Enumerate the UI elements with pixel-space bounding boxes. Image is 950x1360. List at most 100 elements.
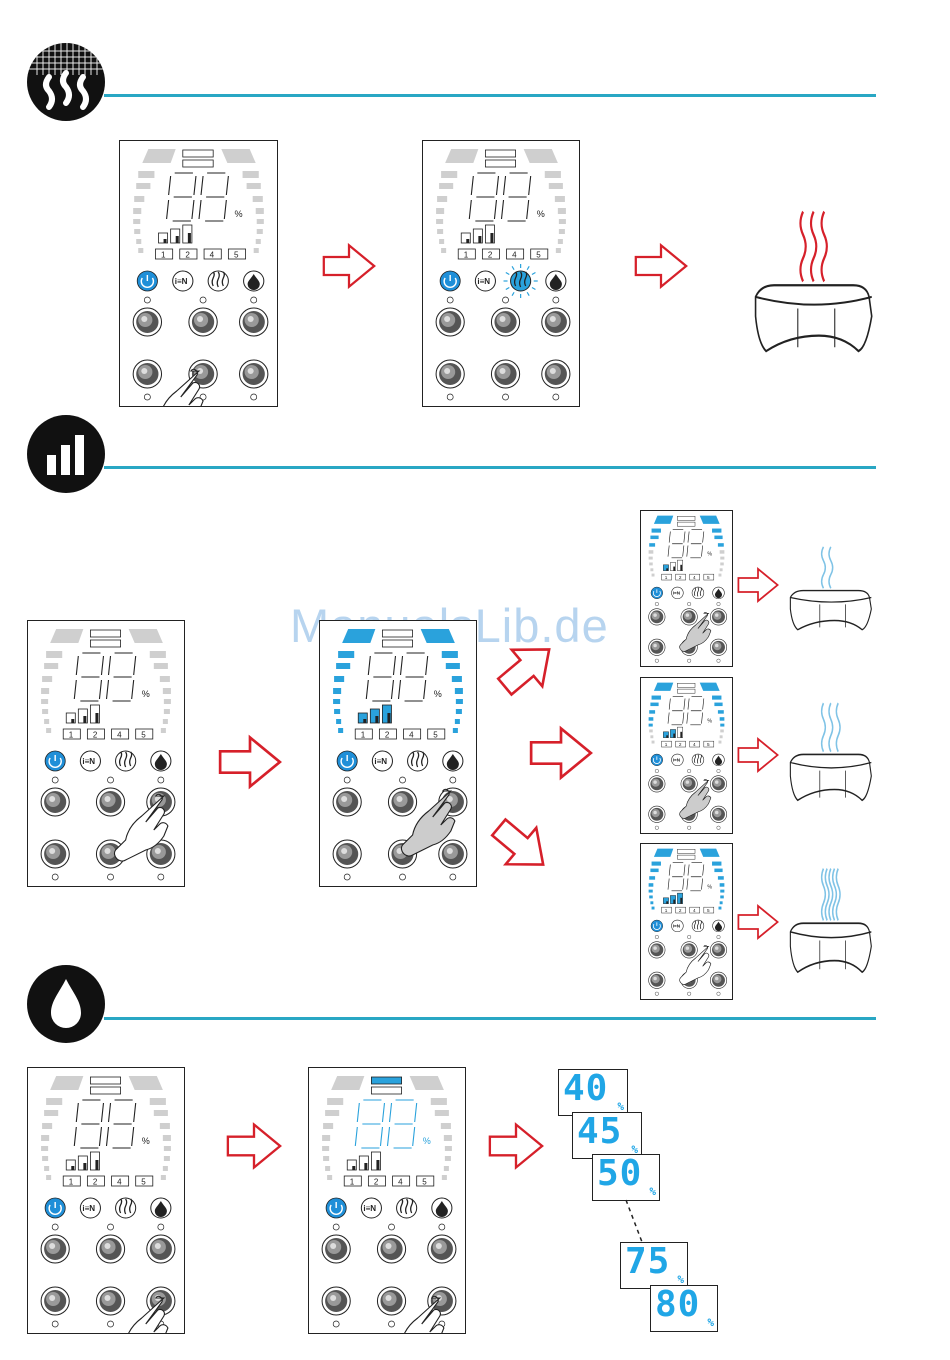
level-segment-right <box>545 171 561 178</box>
ion-button[interactable] <box>388 788 416 816</box>
button-caption-icon <box>400 777 406 783</box>
segment-top-left <box>331 1076 364 1090</box>
power-button[interactable] <box>436 308 464 336</box>
button-caption-icon <box>158 874 164 880</box>
humidity-button[interactable] <box>710 972 726 988</box>
heat-button[interactable] <box>491 360 519 388</box>
level-segment-right <box>257 219 264 224</box>
fan-speed-button[interactable] <box>710 942 726 958</box>
level-segment-left <box>649 876 655 880</box>
ion-button[interactable] <box>491 308 519 336</box>
level-segment-right <box>720 729 724 732</box>
level-segment-left <box>44 1166 49 1171</box>
level-segment-right <box>714 536 722 540</box>
fan-speed-button[interactable] <box>710 776 726 792</box>
fan-level-label: 1 <box>665 908 668 913</box>
level-segment-left <box>44 1110 58 1116</box>
power-button[interactable] <box>333 788 361 816</box>
fan-speed-button[interactable] <box>542 308 570 336</box>
level-segment-left <box>138 171 154 178</box>
level-segment-left <box>136 183 150 189</box>
humidity-button[interactable] <box>710 639 726 655</box>
level-segment-right <box>718 741 721 744</box>
level-segment-left <box>41 688 49 694</box>
level-segment-right <box>712 696 721 700</box>
level-segment-left <box>46 728 51 733</box>
timer-button[interactable] <box>41 840 69 868</box>
button-caption-icon <box>144 394 150 400</box>
heat-indicator-icon <box>692 587 704 599</box>
ion-button[interactable] <box>681 776 697 792</box>
power-button[interactable] <box>649 776 665 792</box>
humidity-button[interactable] <box>542 360 570 388</box>
humidity-button[interactable] <box>240 360 268 388</box>
fan-speed-button[interactable] <box>710 609 726 625</box>
fan-speed-button[interactable] <box>428 1235 456 1263</box>
button-caption-icon <box>333 1321 339 1327</box>
heat-indicator-icon <box>208 271 228 291</box>
level-segment-right <box>431 1098 447 1105</box>
level-segment-right <box>164 1146 171 1151</box>
control-panel: %1245i≡N <box>308 1067 466 1334</box>
button-caption-icon <box>503 297 509 303</box>
signal-bars-icon <box>27 415 105 493</box>
level-segment-right <box>720 562 724 565</box>
fan-level-label: 2 <box>679 575 682 580</box>
timer-button[interactable] <box>436 360 464 388</box>
ion-button[interactable] <box>377 1235 405 1263</box>
button-caption-icon <box>52 1321 58 1327</box>
level-segment-right <box>150 651 166 658</box>
ion-label: i≡N <box>363 1204 376 1213</box>
humidity-button[interactable] <box>710 806 726 822</box>
level-segment-right <box>559 219 566 224</box>
level-segment-right <box>161 728 166 733</box>
power-button[interactable] <box>649 942 665 958</box>
level-segment-right <box>720 550 725 554</box>
fan-level-label: 4 <box>512 251 517 260</box>
power-button[interactable] <box>133 308 161 336</box>
control-panel: %1245i≡N <box>640 843 733 1000</box>
level-segment-right <box>720 557 724 560</box>
fan-speed-button[interactable] <box>240 308 268 336</box>
segment-top-right <box>700 849 720 857</box>
timer-button[interactable] <box>649 972 665 988</box>
ion-button[interactable] <box>96 1235 124 1263</box>
timer-button[interactable] <box>322 1287 350 1315</box>
power-button[interactable] <box>41 788 69 816</box>
arrow-right-icon <box>226 1120 282 1172</box>
power-button[interactable] <box>41 1235 69 1263</box>
percent-sign: % <box>707 884 712 890</box>
level-segment-left <box>436 219 443 224</box>
heat-button[interactable] <box>377 1287 405 1315</box>
fan-level-label: 4 <box>693 575 696 580</box>
timer-button[interactable] <box>133 360 161 388</box>
ion-button[interactable] <box>189 308 217 336</box>
humidity-readout-40: 40 % <box>558 1069 628 1116</box>
button-caption-icon <box>158 777 164 783</box>
mode-box-top <box>371 1077 401 1084</box>
fan-speed-button[interactable] <box>147 1235 175 1263</box>
ion-button[interactable] <box>96 788 124 816</box>
timer-button[interactable] <box>649 639 665 655</box>
button-caption-icon <box>200 297 206 303</box>
percent-sign: % <box>537 209 545 219</box>
heat-button[interactable] <box>96 1287 124 1315</box>
seven-segment-digit <box>687 697 704 725</box>
segment-top-right <box>410 1076 444 1090</box>
timer-button[interactable] <box>649 806 665 822</box>
ellipsis-dashed-line <box>620 1198 650 1246</box>
humidity-button[interactable] <box>439 840 467 868</box>
arrow-right-icon <box>737 735 779 775</box>
ion-button[interactable] <box>681 609 697 625</box>
timer-button[interactable] <box>333 840 361 868</box>
level-segment-left <box>649 710 655 714</box>
power-button[interactable] <box>649 609 665 625</box>
level-segment-left <box>42 676 52 682</box>
level-segment-right <box>442 651 458 658</box>
ion-button[interactable] <box>681 942 697 958</box>
percent-sign: % <box>423 1136 431 1146</box>
fan-level-label: 4 <box>693 908 696 913</box>
power-button[interactable] <box>322 1235 350 1263</box>
timer-button[interactable] <box>41 1287 69 1315</box>
heat-indicator-icon <box>511 271 531 291</box>
